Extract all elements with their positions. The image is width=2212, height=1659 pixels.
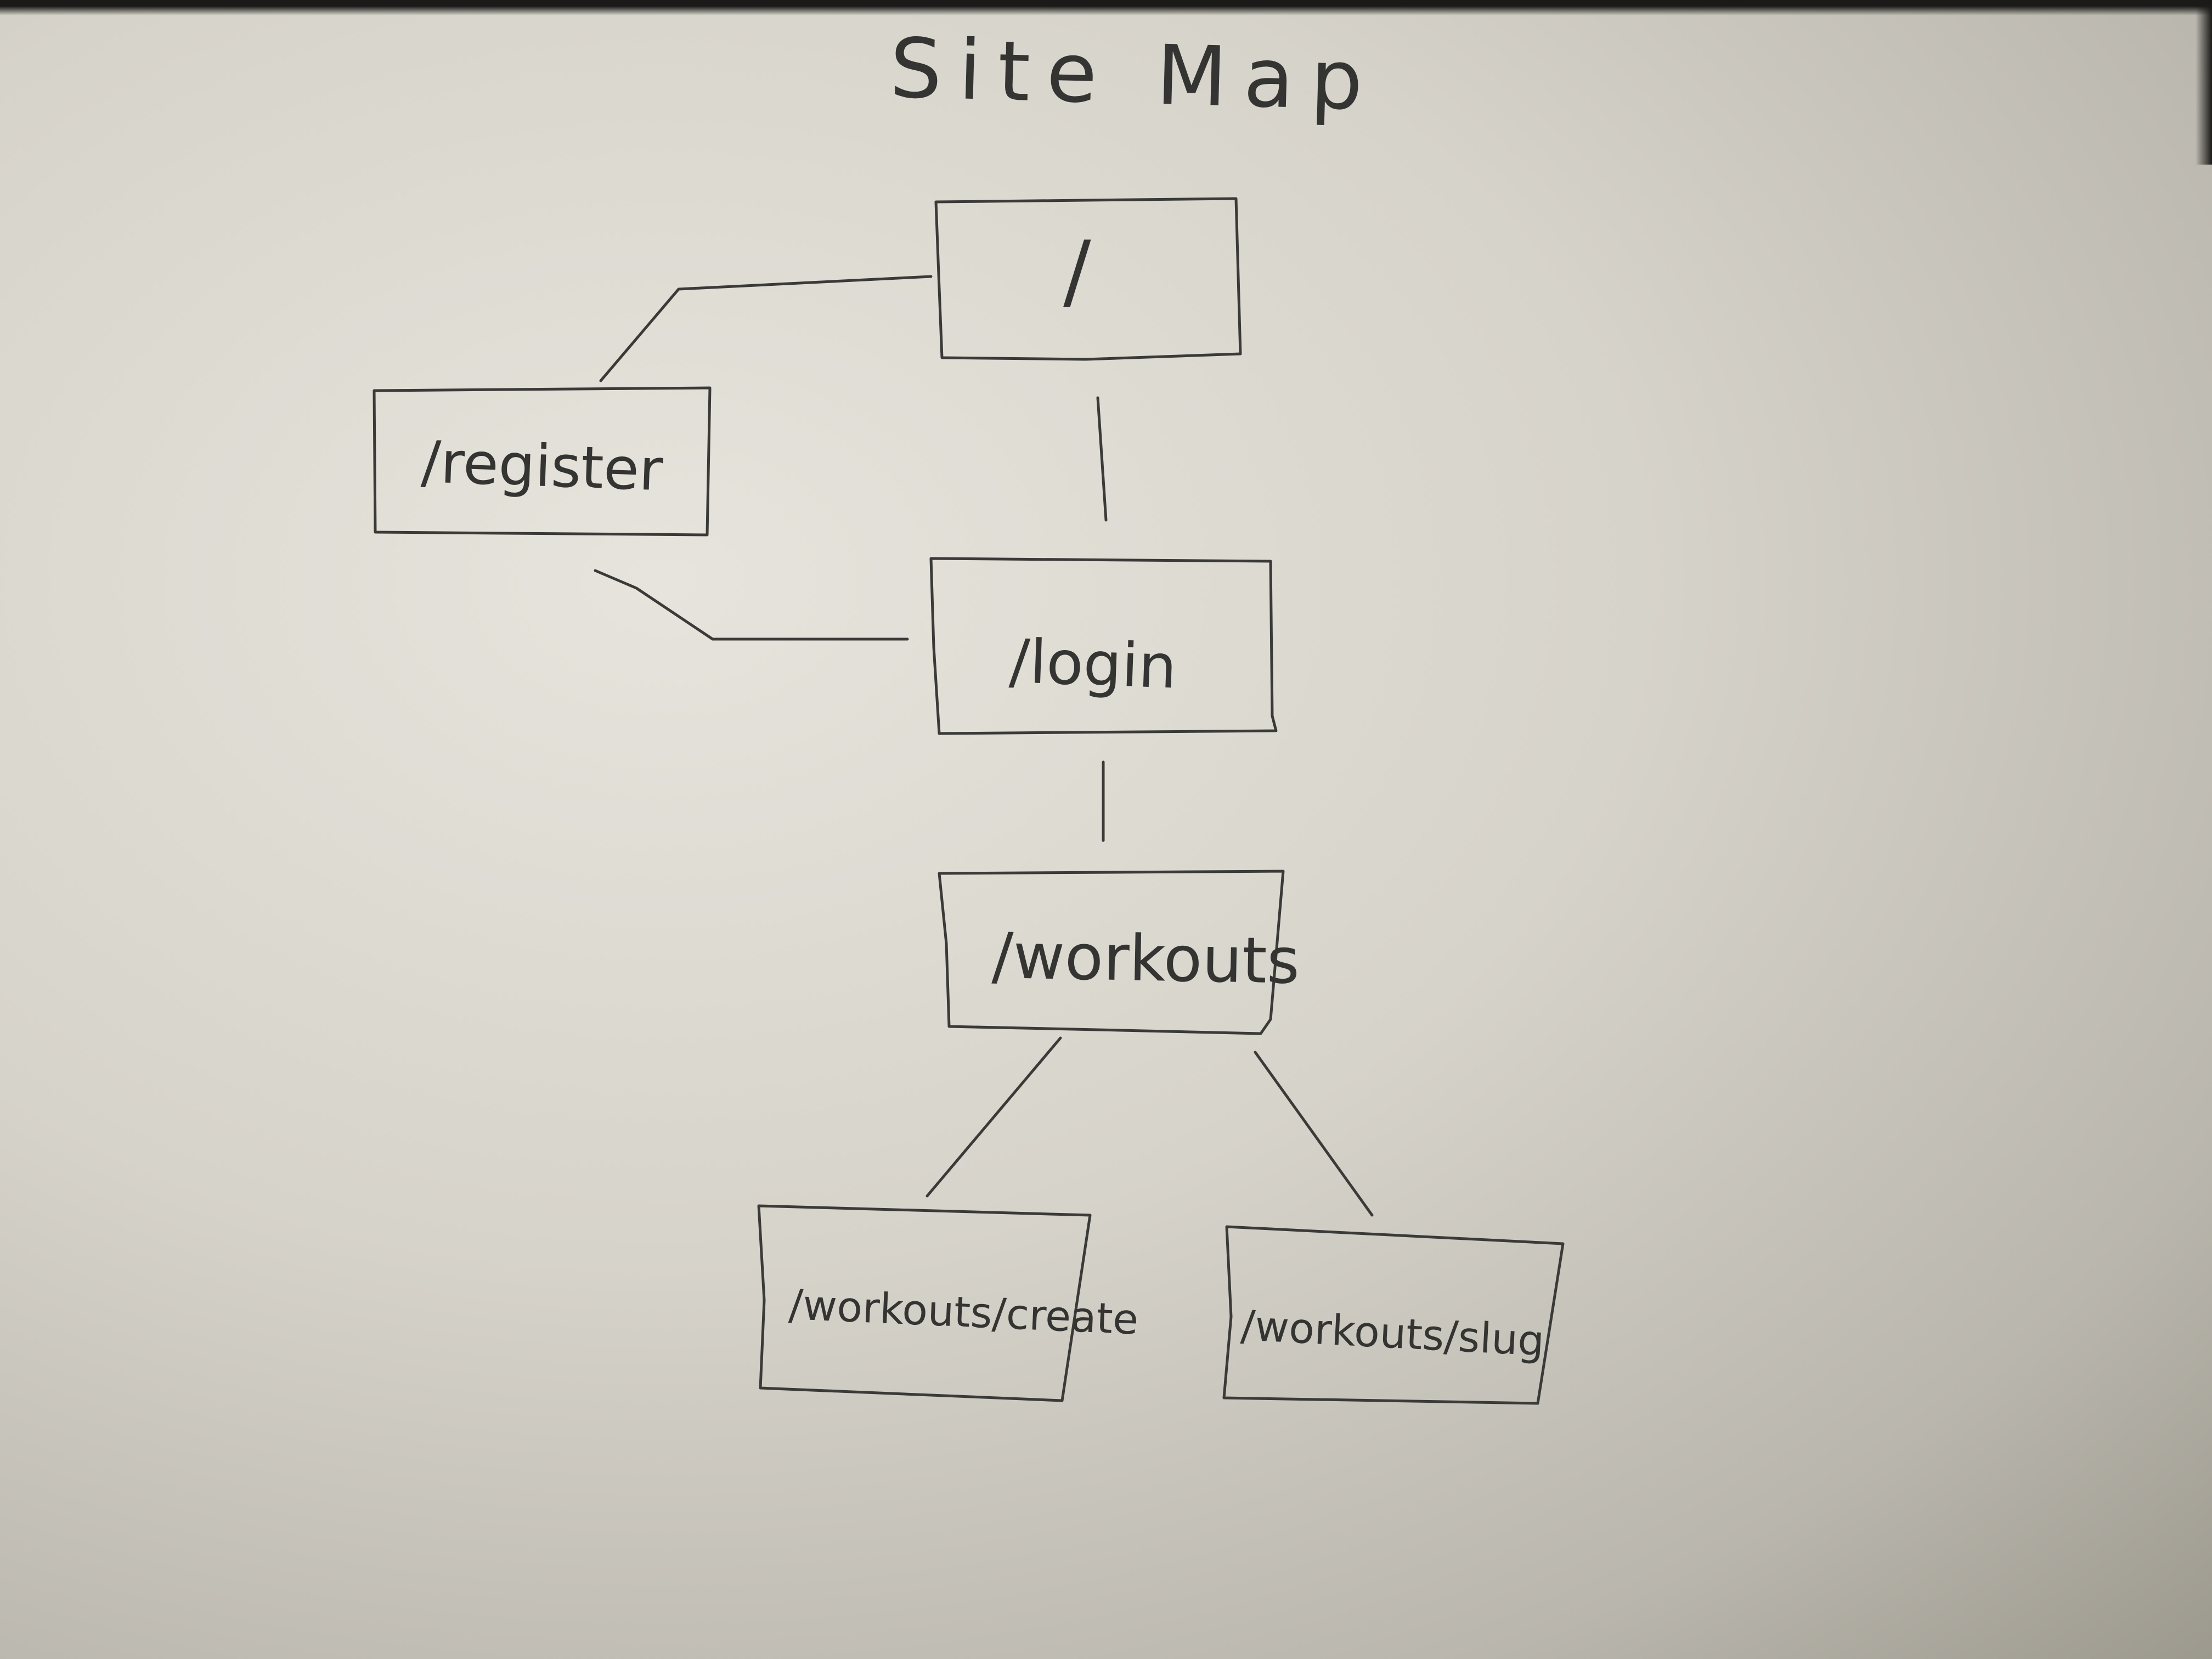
diagram-title: Site Map	[888, 21, 1381, 129]
photo-edge-shadow	[0, 0, 2212, 15]
node-box-register	[373, 386, 712, 537]
node-label-root: /	[1063, 224, 1091, 319]
node-box-workouts-slug	[1222, 1225, 1565, 1405]
node-label-workouts: /workouts	[991, 919, 1301, 998]
edge-workouts-create	[926, 1036, 1062, 1198]
node-label-register: /register	[420, 428, 664, 504]
node-box-workouts	[938, 870, 1285, 1035]
node-label-login: /login	[1008, 626, 1178, 702]
node-box-root	[934, 197, 1242, 361]
node-box-login	[929, 557, 1278, 735]
edge-root-login	[1096, 396, 1108, 522]
edge-workouts-slug	[1254, 1051, 1374, 1217]
photo-corner-shadow	[2196, 0, 2212, 165]
node-box-workouts-create	[757, 1204, 1092, 1402]
edge-register-login	[594, 569, 909, 641]
edge-root-register	[599, 275, 933, 382]
